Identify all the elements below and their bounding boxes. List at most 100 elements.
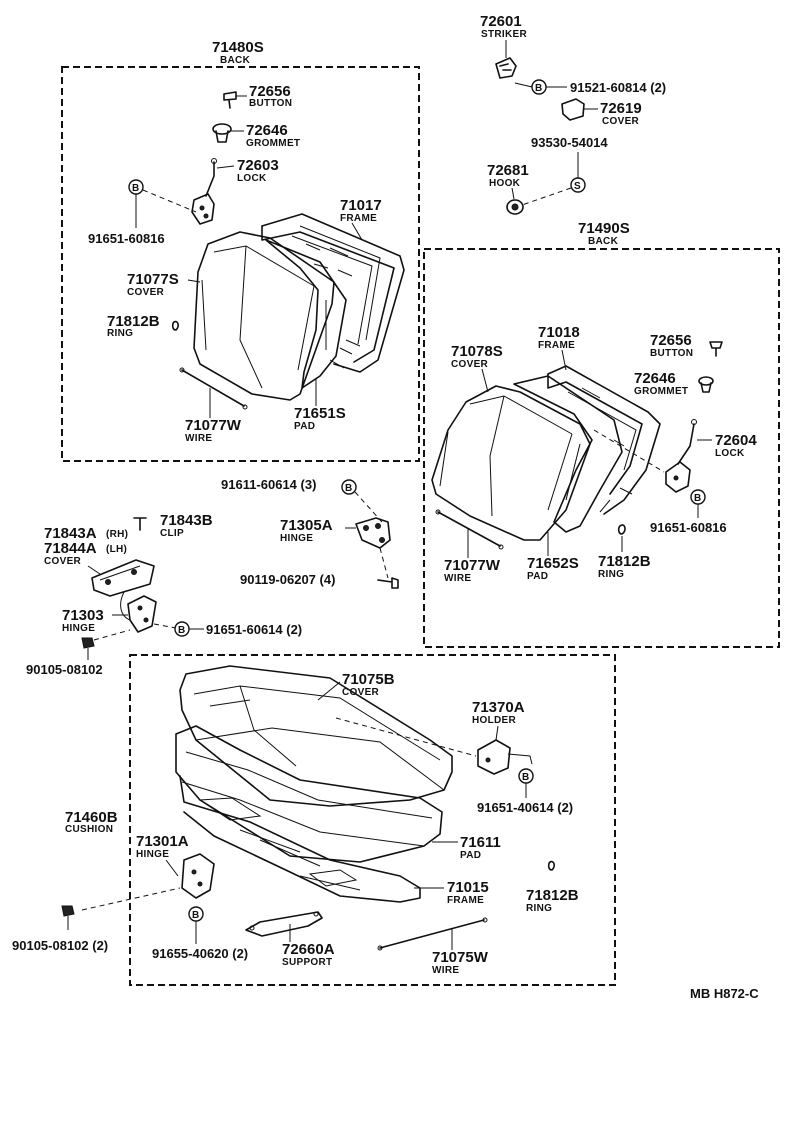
bolt-symbol-letter: B xyxy=(535,83,542,94)
part-number-71370a: 71370A xyxy=(472,699,525,716)
lock-part-b xyxy=(665,419,712,493)
cover-71078s-part xyxy=(431,385,591,541)
back-right-group-box xyxy=(423,248,780,648)
hinge-71301a-part xyxy=(181,853,215,899)
cover-71077s-part xyxy=(193,231,335,401)
frame-71015-part xyxy=(179,775,444,903)
part-label-holder: HOLDER xyxy=(472,715,516,726)
part-number-71077w-b: 71077W xyxy=(444,557,501,574)
fastener-90119-06207: 90119-06207 (4) xyxy=(240,572,335,587)
part-label-pad-71651s: PAD xyxy=(294,421,315,432)
frame-71017-part xyxy=(261,213,405,373)
bolt-symbol-letter: B xyxy=(178,625,185,636)
part-number-71812b-b: 71812B xyxy=(598,553,651,570)
screw-symbol xyxy=(570,177,586,193)
part-number-71812b-c: 71812B xyxy=(526,887,579,904)
group-number-back-left: 71480S xyxy=(212,39,264,56)
part-number-71075w: 71075W xyxy=(432,949,489,966)
part-label-cover-71844a: COVER xyxy=(44,556,82,567)
part-label-lock-a: LOCK xyxy=(237,173,267,184)
back-left-group-box xyxy=(61,66,420,462)
support-72660a-part xyxy=(245,911,323,942)
cover-72619-part xyxy=(561,98,598,121)
bolt-symbol xyxy=(341,479,357,495)
part-number-71652s: 71652S xyxy=(527,555,579,572)
part-number-71075b: 71075B xyxy=(342,671,395,688)
part-number-72619: 72619 xyxy=(600,100,642,117)
part-label-cover-72619: COVER xyxy=(602,116,640,127)
part-number-71843a: 71843A xyxy=(44,525,97,542)
wire-part-a xyxy=(179,367,248,418)
part-number-71077s: 71077S xyxy=(127,271,179,288)
hinge-71303-part xyxy=(120,591,157,633)
group-number-back-right: 71490S xyxy=(578,220,630,237)
pad-71652s-part xyxy=(513,375,623,533)
fastener-90105-08102-b: 90105-08102 (2) xyxy=(12,938,108,953)
part-label-hook: HOOK xyxy=(489,178,521,189)
part-number-72603: 72603 xyxy=(237,157,279,174)
grommet-part-b xyxy=(698,376,714,393)
part-label-pad-71611: PAD xyxy=(460,850,481,861)
fastener-91651-60816-b: 91651-60816 xyxy=(650,520,727,535)
bolt-90105-a-part xyxy=(81,629,131,660)
bolt-symbol-letter: B xyxy=(522,772,529,783)
part-label-cover-71078s: COVER xyxy=(451,359,489,370)
pad-71611-part xyxy=(175,725,458,863)
ring-part-b xyxy=(617,524,626,535)
part-number-71077w-a: 71077W xyxy=(185,417,242,434)
part-suffix-lh: (LH) xyxy=(106,544,127,555)
part-label-pad-71652s: PAD xyxy=(527,571,548,582)
cover-71075b-part xyxy=(179,665,453,807)
part-suffix-rh: (RH) xyxy=(106,529,128,540)
part-number-71651s: 71651S xyxy=(294,405,346,422)
part-label-cover-71075b: COVER xyxy=(342,687,380,698)
frame-71018-part xyxy=(547,365,661,515)
part-label-hinge-71305a: HINGE xyxy=(280,533,313,544)
drawing-code: MB H872-C xyxy=(690,986,759,1001)
part-number-71843b: 71843B xyxy=(160,512,213,529)
part-number-72660a: 72660A xyxy=(282,941,335,958)
part-label-ring-b: RING xyxy=(598,569,624,580)
part-number-72646-a: 72646 xyxy=(246,122,288,139)
fastener-93530-54014: 93530-54014 xyxy=(531,135,608,150)
part-label-button-a: BUTTON xyxy=(249,98,292,109)
part-number-71305a: 71305A xyxy=(280,517,333,534)
part-label-lock-b: LOCK xyxy=(715,448,745,459)
part-number-72646-b: 72646 xyxy=(634,370,676,387)
part-number-72656-a: 72656 xyxy=(249,83,291,100)
part-label-ring-a: RING xyxy=(107,328,133,339)
part-number-71017: 71017 xyxy=(340,197,382,214)
part-number-71844a: 71844A xyxy=(44,540,97,557)
part-number-72601: 72601 xyxy=(480,13,522,30)
part-label-striker: STRIKER xyxy=(481,29,527,40)
fastener-91651-60816-a: 91651-60816 xyxy=(88,231,165,246)
part-label-wire-c: WIRE xyxy=(432,965,459,976)
part-number-71812b-a: 71812B xyxy=(107,313,160,330)
button-part-a xyxy=(223,91,247,109)
part-label-wire-b: WIRE xyxy=(444,573,471,584)
group-label-cushion: CUSHION xyxy=(65,824,113,835)
hook-part xyxy=(506,187,524,215)
button-part-b xyxy=(709,341,723,357)
cover-71843a-part xyxy=(91,559,155,597)
ring-part-a xyxy=(171,320,179,331)
fastener-91651-40614: 91651-40614 (2) xyxy=(477,800,573,815)
clip-part xyxy=(133,517,147,531)
part-number-71301a: 71301A xyxy=(136,833,189,850)
part-label-ring-c: RING xyxy=(526,903,552,914)
part-number-72604: 72604 xyxy=(715,432,757,449)
lock-part-a xyxy=(191,158,235,225)
hinge-71305a-part xyxy=(345,517,391,579)
part-label-button-b: BUTTON xyxy=(650,348,693,359)
grommet-part-a xyxy=(212,123,244,143)
group-label-back-right: BACK xyxy=(588,236,619,247)
fastener-91611-60614: 91611-60614 (3) xyxy=(221,477,316,492)
group-label-back-left: BACK xyxy=(220,55,251,66)
holder-71370a-part xyxy=(477,725,533,775)
bolt-90105-b-part xyxy=(61,905,75,930)
wire-part-c xyxy=(377,917,488,951)
part-label-grommet-b: GROMMET xyxy=(634,386,688,397)
ring-part-c xyxy=(547,860,555,871)
part-number-71303: 71303 xyxy=(62,607,104,624)
